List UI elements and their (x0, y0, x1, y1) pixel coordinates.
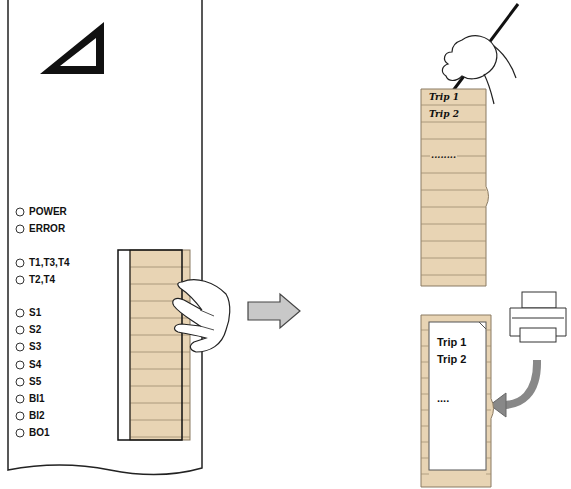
label-strip: Trip 1 Trip 2........ (420, 88, 490, 285)
strip-text: Trip 2 (428, 109, 460, 120)
logo-symbol (40, 22, 104, 74)
led-label: T2,T4 (29, 274, 55, 286)
led-label: BO1 (29, 427, 50, 439)
hand (173, 280, 230, 352)
strip-text: .... (436, 392, 450, 405)
led-label: S4 (29, 359, 41, 371)
strip-text: Trip 1 (428, 92, 460, 103)
led-label: T1,T3,T4 (29, 257, 70, 269)
process-arrow (248, 294, 300, 328)
led-label: S2 (29, 324, 41, 336)
led-label: S3 (29, 341, 41, 353)
label-strip (130, 250, 190, 440)
device-panel (8, 0, 202, 475)
strip-lines (130, 267, 190, 437)
led-label: S1 (29, 307, 41, 319)
strip-text: Trip 1 (436, 336, 467, 349)
label-strip: Trip 1 Trip 2.... (420, 314, 495, 486)
led-label: BI2 (29, 410, 45, 422)
led-column (16, 208, 24, 437)
curved-arrow (503, 360, 537, 405)
slot-frame (118, 250, 182, 440)
led-label: ERROR (29, 223, 65, 235)
strip-text: ........ (430, 150, 457, 161)
led-label: BI1 (29, 393, 45, 405)
printer (510, 292, 566, 342)
led-label: POWER (29, 206, 67, 218)
writing-hand (442, 36, 496, 81)
led-label: S5 (29, 376, 41, 388)
strip-text: Trip 2 (436, 353, 467, 366)
